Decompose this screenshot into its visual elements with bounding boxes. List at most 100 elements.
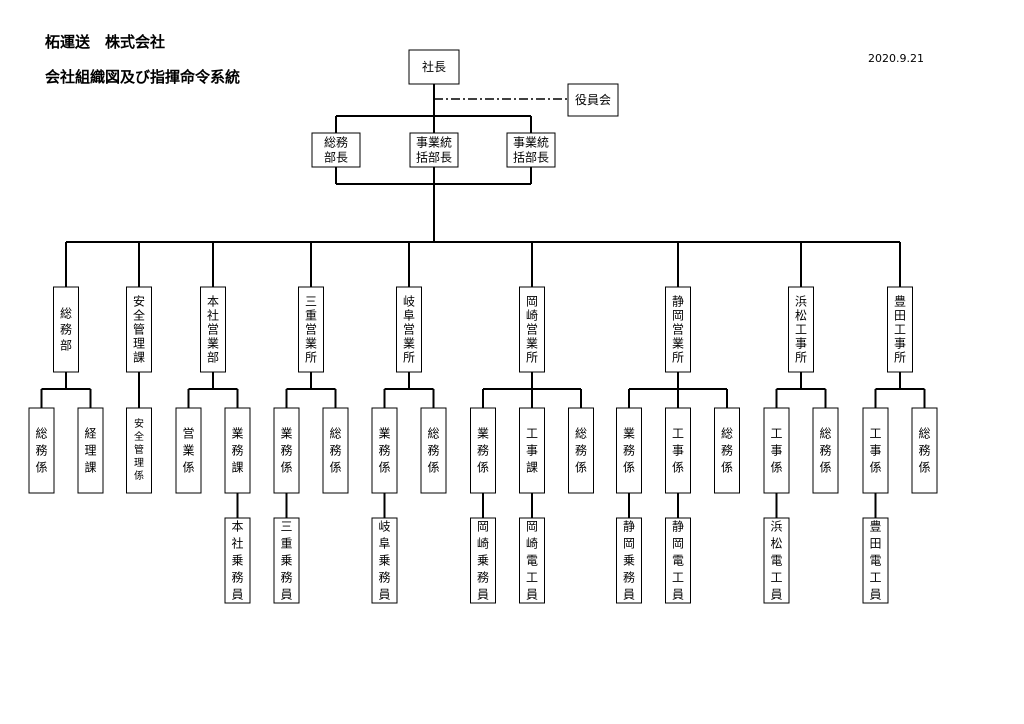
department-4-unit-1-box-frame <box>273 407 300 494</box>
department-6-box: 岡崎営業所 <box>519 286 545 373</box>
department-6-unit-3-box-frame <box>568 407 594 494</box>
department-8-unit-1-staff-box-label: 浜松電工員 <box>770 520 782 602</box>
department-5-box: 岐阜営業所 <box>396 286 422 373</box>
department-1-box-label: 総務部 <box>60 307 72 353</box>
department-6-unit-1-box-frame <box>470 407 496 494</box>
department-1-unit-1-box: 総務係 <box>28 407 55 494</box>
department-3-box: 本社営業部 <box>200 286 226 373</box>
department-3-unit-1-box-label: 営業係 <box>182 427 194 475</box>
executive-box-2-label: 事業統括部長 <box>416 136 452 165</box>
board-box: 役員会 <box>567 83 619 117</box>
department-2-unit-1-box-label: 安全管理係 <box>134 417 144 482</box>
department-5-unit-1-box-frame <box>371 407 398 494</box>
department-8-unit-1-box: 工事係 <box>763 407 790 494</box>
department-7-unit-1-staff-box: 静岡乗務員 <box>616 517 642 604</box>
department-6-unit-2-box: 工事課 <box>519 407 545 494</box>
connector-lines <box>40 84 926 518</box>
department-4-box: 三重営業所 <box>298 286 324 373</box>
department-6-unit-2-box-frame <box>519 407 545 494</box>
department-8-unit-1-box-frame <box>763 407 790 494</box>
department-9-unit-2-box-frame <box>911 407 938 494</box>
department-4-box-label: 三重営業所 <box>305 295 317 365</box>
president-box-label: 社長 <box>422 59 446 74</box>
department-6-unit-3-box-label: 総務係 <box>575 427 587 475</box>
department-6-unit-1-staff-box-frame <box>470 517 496 604</box>
department-7-unit-1-staff-box-frame <box>616 517 642 604</box>
president-box-frame <box>408 49 460 85</box>
department-7-unit-1-box-label: 業務係 <box>623 427 635 475</box>
department-6-unit-2-staff-box-label: 岡崎電工員 <box>526 520 538 602</box>
department-9-unit-1-staff-box-frame <box>862 517 889 604</box>
executive-box-3-label: 事業統括部長 <box>513 136 549 165</box>
department-1-unit-2-box-frame <box>77 407 104 494</box>
department-8-box: 浜松工事所 <box>788 286 814 373</box>
department-7-unit-1-box-frame <box>616 407 642 494</box>
department-5-box-label: 岐阜営業所 <box>403 295 415 365</box>
executive-box-1: 総務部長 <box>311 132 361 168</box>
department-1-box: 総務部 <box>53 286 79 373</box>
executive-box-3: 事業統括部長 <box>506 132 556 168</box>
department-3-unit-1-box-frame <box>175 407 202 494</box>
department-4-box-frame <box>298 286 324 373</box>
department-9-unit-1-box: 工事係 <box>862 407 889 494</box>
department-2-unit-1-box-frame <box>126 407 152 494</box>
department-7-unit-2-staff-box-frame <box>665 517 691 604</box>
executive-box-1-label: 総務部長 <box>324 136 348 165</box>
department-5-unit-2-box-frame <box>420 407 447 494</box>
department-6-unit-2-staff-box-frame <box>519 517 545 604</box>
department-5-unit-1-box: 業務係 <box>371 407 398 494</box>
department-9-unit-1-box-frame <box>862 407 889 494</box>
department-7-unit-2-staff-box: 静岡電工員 <box>665 517 691 604</box>
department-3-unit-2-staff-box-label: 本社乗務員 <box>231 520 243 602</box>
department-7-unit-1-staff-box-label: 静岡乗務員 <box>623 520 635 602</box>
department-2-box: 安全管理課 <box>126 286 152 373</box>
department-8-unit-2-box-label: 総務係 <box>819 427 831 475</box>
department-9-unit-2-box: 総務係 <box>911 407 938 494</box>
department-1-unit-1-box-label: 総務係 <box>35 427 47 475</box>
company-name: 柘運送 株式会社 <box>45 33 166 51</box>
department-7-unit-2-box-frame <box>665 407 691 494</box>
department-1-unit-1-box-frame <box>28 407 55 494</box>
board-box-label: 役員会 <box>575 92 611 107</box>
department-2-unit-1-box: 安全管理係 <box>126 407 152 494</box>
department-7-box-label: 静岡営業所 <box>672 295 684 365</box>
department-6-unit-2-box-label: 工事課 <box>526 427 538 475</box>
department-5-unit-2-box: 総務係 <box>420 407 447 494</box>
department-8-unit-2-box-frame <box>812 407 839 494</box>
department-8-unit-1-staff-box-frame <box>763 517 790 604</box>
department-7-unit-3-box-frame <box>714 407 740 494</box>
department-3-unit-2-staff-box-frame <box>224 517 251 604</box>
department-3-unit-2-box-frame <box>224 407 251 494</box>
department-4-unit-1-staff-box: 三重乗務員 <box>273 517 300 604</box>
department-5-unit-2-box-label: 総務係 <box>427 427 439 475</box>
department-6-unit-1-staff-box-label: 岡崎乗務員 <box>477 520 489 602</box>
department-2-box-frame <box>126 286 152 373</box>
department-9-unit-1-staff-box-label: 豊田電工員 <box>869 520 881 602</box>
department-8-unit-2-box: 総務係 <box>812 407 839 494</box>
chart-title: 会社組織図及び指揮命令系統 <box>45 68 241 86</box>
department-6-unit-1-box: 業務係 <box>470 407 496 494</box>
department-5-unit-1-staff-box-frame <box>371 517 398 604</box>
department-8-unit-1-staff-box: 浜松電工員 <box>763 517 790 604</box>
executive-box-2: 事業統括部長 <box>409 132 459 168</box>
department-4-unit-2-box-label: 総務係 <box>329 427 341 475</box>
department-6-box-frame <box>519 286 545 373</box>
department-7-unit-1-box: 業務係 <box>616 407 642 494</box>
department-3-box-frame <box>200 286 226 373</box>
department-6-unit-3-box: 総務係 <box>568 407 594 494</box>
department-5-box-frame <box>396 286 422 373</box>
department-7-box: 静岡営業所 <box>665 286 691 373</box>
department-4-unit-1-box: 業務係 <box>273 407 300 494</box>
department-6-box-label: 岡崎営業所 <box>526 295 538 365</box>
department-7-unit-2-box: 工事係 <box>665 407 691 494</box>
department-6-unit-1-box-label: 業務係 <box>477 427 489 475</box>
department-3-unit-2-box-label: 業務課 <box>231 427 243 475</box>
department-3-unit-2-box: 業務課 <box>224 407 251 494</box>
department-1-unit-2-box: 経理課 <box>77 407 104 494</box>
executive-box-3-frame <box>506 132 556 168</box>
department-3-unit-2-staff-box: 本社乗務員 <box>224 517 251 604</box>
department-8-box-label: 浜松工事所 <box>795 295 807 365</box>
department-7-box-frame <box>665 286 691 373</box>
